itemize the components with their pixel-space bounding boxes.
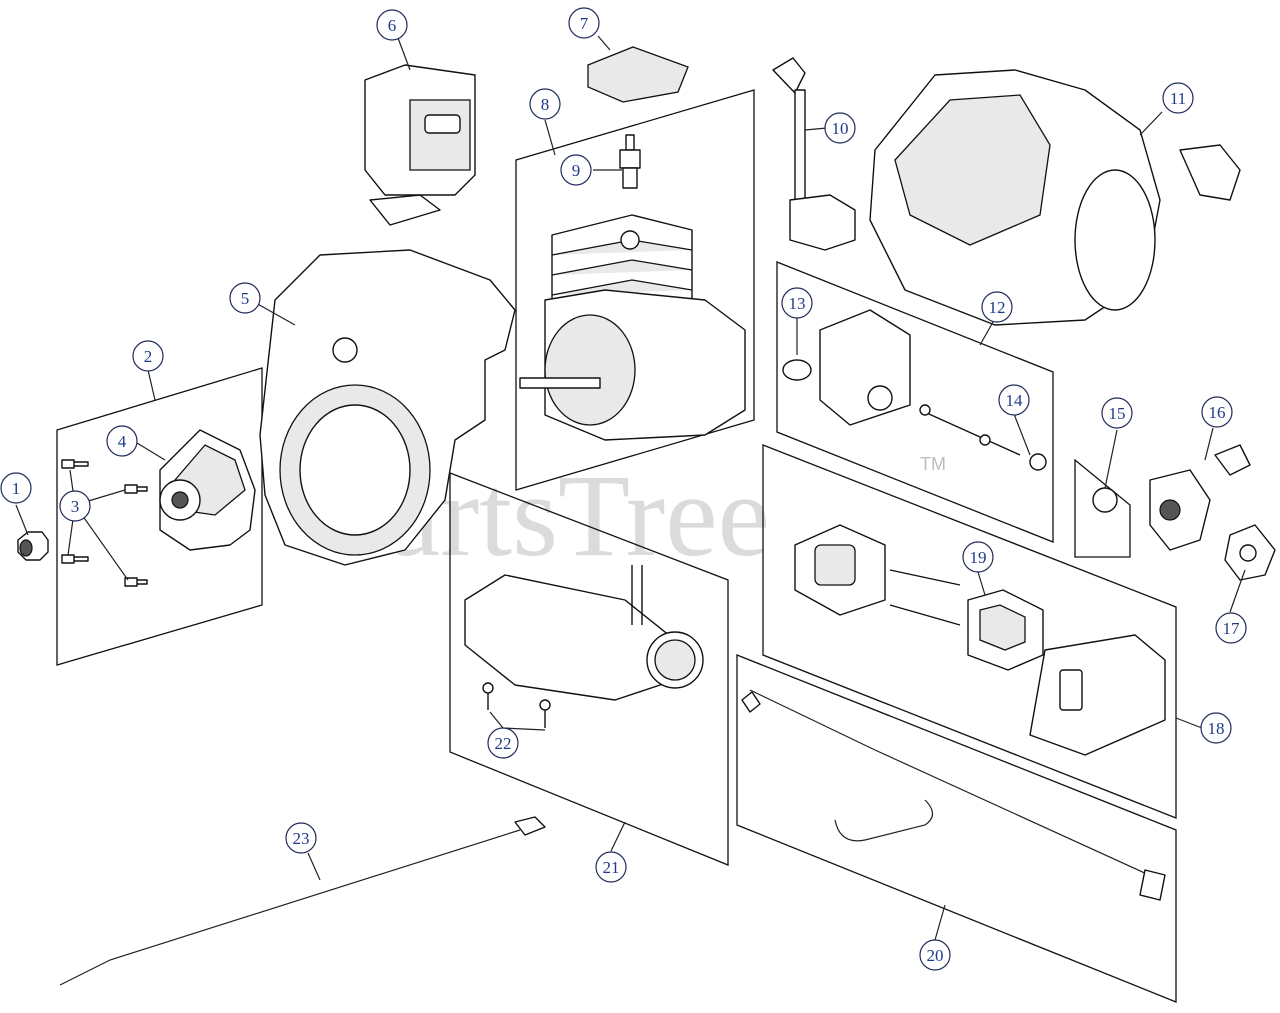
callout-12-label: 12 — [989, 298, 1006, 317]
callout-10[interactable]: 10 — [824, 112, 856, 144]
callout-2[interactable]: 2 — [132, 340, 164, 372]
callout-12[interactable]: 12 — [981, 291, 1013, 323]
part-air-filter-assembly — [794, 524, 1166, 756]
part-recoil-starter — [869, 69, 1241, 326]
callout-8[interactable]: 8 — [529, 88, 561, 120]
callout-5[interactable]: 5 — [229, 282, 261, 314]
callout-13[interactable]: 13 — [781, 287, 813, 319]
panel-fuel-tank-group — [449, 472, 729, 866]
part-stop-cable — [59, 816, 546, 986]
callout-18[interactable]: 18 — [1200, 712, 1232, 744]
part-nut — [17, 531, 49, 561]
callout-9-label: 9 — [572, 161, 581, 180]
part-spark-plug — [619, 134, 641, 189]
part-cover-plate — [587, 46, 689, 103]
part-screws — [61, 459, 148, 587]
watermark-trademark: TM — [920, 454, 946, 474]
panel-fan-cover-group — [56, 367, 263, 666]
part-cylinder-assembly — [519, 214, 746, 441]
callout-3[interactable]: 3 — [59, 490, 91, 522]
callout-20-label: 20 — [927, 946, 944, 965]
part-ignition-coil — [772, 57, 856, 251]
callout-13-label: 13 — [789, 294, 806, 313]
callout-16[interactable]: 16 — [1201, 396, 1233, 428]
callout-1[interactable]: 1 — [0, 472, 32, 504]
callout-11[interactable]: 11 — [1162, 82, 1194, 114]
callout-7[interactable]: 7 — [568, 7, 600, 39]
callout-8-label: 8 — [541, 95, 550, 114]
part-throttle-cable — [741, 689, 1166, 901]
callout-4[interactable]: 4 — [106, 425, 138, 457]
leader-lines — [15, 29, 1246, 941]
callout-3-label: 3 — [71, 497, 80, 516]
callout-5-label: 5 — [241, 289, 250, 308]
panel-engine-group — [515, 89, 755, 491]
part-muffler-bracket — [782, 309, 1047, 471]
callout-11-label: 11 — [1170, 89, 1186, 108]
callout-6[interactable]: 6 — [376, 9, 408, 41]
callout-7-label: 7 — [580, 14, 589, 33]
callout-4-label: 4 — [118, 432, 127, 451]
callout-14[interactable]: 14 — [998, 384, 1030, 416]
callout-21-label: 21 — [603, 858, 620, 877]
callout-15[interactable]: 15 — [1101, 397, 1133, 429]
part-starter-cup — [159, 429, 256, 551]
callout-17-label: 17 — [1223, 619, 1241, 638]
panel-air-filter-group — [762, 444, 1177, 819]
callout-16-label: 16 — [1209, 403, 1226, 422]
callout-2-label: 2 — [144, 347, 153, 366]
part-fuel-tank — [464, 565, 704, 728]
callout-6-label: 6 — [388, 16, 397, 35]
part-muffler — [364, 64, 476, 226]
callout-18-label: 18 — [1208, 719, 1225, 738]
callout-22[interactable]: 22 — [487, 727, 519, 759]
panel-throttle-group — [736, 654, 1177, 1003]
callout-22-label: 22 — [495, 734, 512, 753]
part-carburetor — [1092, 444, 1276, 581]
callout-21[interactable]: 21 — [595, 851, 627, 883]
callout-17[interactable]: 17 — [1215, 612, 1247, 644]
callout-14-label: 14 — [1006, 391, 1024, 410]
callout-15-label: 15 — [1109, 404, 1126, 423]
callout-23[interactable]: 23 — [285, 822, 317, 854]
callout-19-label: 19 — [970, 548, 987, 567]
callout-20[interactable]: 20 — [919, 939, 951, 971]
callout-1-label: 1 — [12, 479, 21, 498]
callout-10-label: 10 — [832, 119, 849, 138]
panel-muffler-group — [776, 261, 1054, 543]
callout-23-label: 23 — [293, 829, 310, 848]
part-engine-housing — [259, 249, 516, 566]
callout-19[interactable]: 19 — [962, 541, 994, 573]
callout-9[interactable]: 9 — [560, 154, 592, 186]
